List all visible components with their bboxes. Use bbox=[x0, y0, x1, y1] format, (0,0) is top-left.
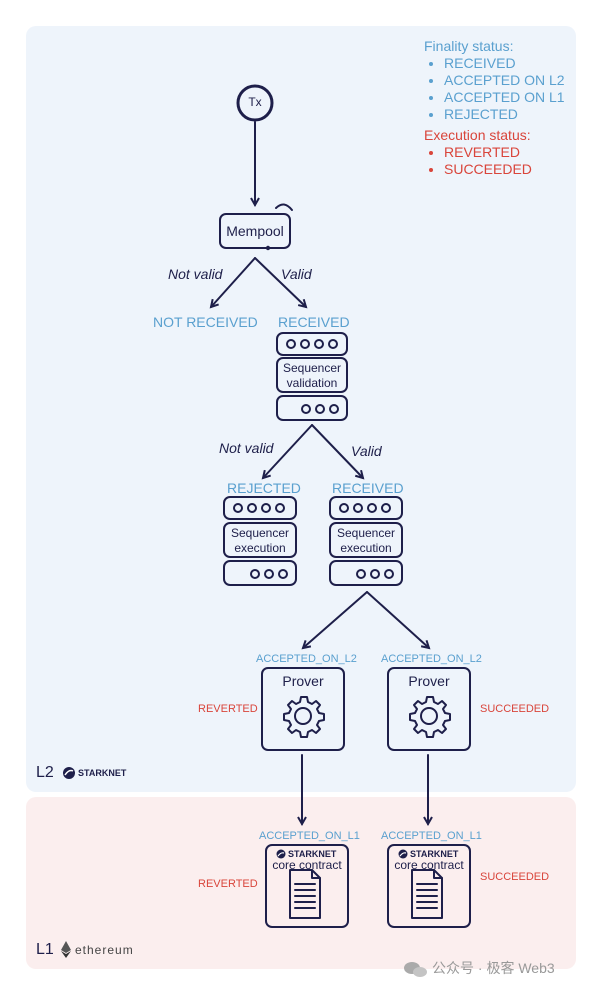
core-contract-left-node bbox=[265, 844, 349, 928]
arrow-mempool-valid bbox=[254, 257, 306, 307]
prover-right-node bbox=[387, 667, 471, 751]
core-contract-left-label: core contract bbox=[272, 858, 342, 872]
status-rejected: REJECTED bbox=[227, 480, 301, 496]
core-contract-right-node bbox=[387, 844, 471, 928]
finality-status-list: RECEIVED ACCEPTED ON L2 ACCEPTED ON L1 R… bbox=[424, 55, 565, 123]
status-succeeded-l2: SUCCEEDED bbox=[480, 703, 550, 715]
execution-item: REVERTED bbox=[444, 144, 565, 161]
prover-left-node bbox=[261, 667, 345, 751]
l2-brand-label: STARKNET bbox=[78, 768, 127, 778]
core-contract-left-brand: STARKNET bbox=[288, 849, 337, 859]
status-received-2: RECEIVED bbox=[332, 480, 404, 496]
status-reverted-l2: REVERTED bbox=[198, 703, 258, 715]
prover-right-label: Prover bbox=[408, 673, 450, 689]
finality-item: REJECTED bbox=[444, 106, 565, 123]
execution-item: SUCCEEDED bbox=[444, 161, 565, 178]
core-contract-right-brand: STARKNET bbox=[410, 849, 459, 859]
tx-label: Tx bbox=[248, 95, 262, 109]
branch-not-valid-2: Not valid bbox=[219, 440, 274, 456]
sequencer-execution-left-line1: Sequencer bbox=[230, 526, 290, 540]
status-accepted-on-l1-left: ACCEPTED_ON_L1 bbox=[259, 830, 360, 842]
sequencer-execution-left-node bbox=[223, 496, 297, 586]
finality-item: ACCEPTED ON L1 bbox=[444, 89, 565, 106]
branch-valid-2: Valid bbox=[351, 443, 382, 459]
sequencer-execution-right-node bbox=[329, 496, 403, 586]
execution-status-list: REVERTED SUCCEEDED bbox=[424, 144, 565, 178]
status-accepted-on-l2-right: ACCEPTED_ON_L2 bbox=[381, 653, 482, 665]
status-accepted-on-l1-right: ACCEPTED_ON_L1 bbox=[381, 830, 482, 842]
arrow-validation-valid bbox=[311, 424, 363, 478]
sequencer-validation-line1: Sequencer bbox=[282, 361, 342, 375]
arrow-execution-left-prover bbox=[303, 591, 368, 648]
status-reverted-l1: REVERTED bbox=[198, 878, 258, 890]
finality-item: ACCEPTED ON L2 bbox=[444, 72, 565, 89]
legend: Finality status: RECEIVED ACCEPTED ON L2… bbox=[424, 38, 565, 178]
arrow-mempool-not-valid bbox=[211, 257, 256, 307]
execution-status-title: Execution status: bbox=[424, 127, 531, 143]
starknet-logo-icon bbox=[63, 767, 75, 779]
arrow-validation-not-valid bbox=[263, 424, 313, 478]
branch-valid-1: Valid bbox=[281, 266, 312, 282]
status-received-1: RECEIVED bbox=[278, 314, 350, 330]
l2-layer-label: L2 bbox=[36, 764, 54, 781]
mempool-label: Mempool bbox=[226, 223, 284, 239]
sequencer-validation-line2: validation bbox=[286, 376, 338, 390]
tx-node bbox=[236, 84, 274, 122]
finality-item: RECEIVED bbox=[444, 55, 565, 72]
wechat-icon bbox=[404, 962, 427, 977]
starknet-logo-icon bbox=[276, 849, 286, 859]
status-accepted-on-l2-left: ACCEPTED_ON_L2 bbox=[256, 653, 357, 665]
sequencer-execution-left-line2: execution bbox=[234, 541, 286, 555]
l1-brand-label: ethereum bbox=[75, 943, 134, 957]
starknet-logo-icon bbox=[398, 849, 408, 859]
branch-not-valid-1: Not valid bbox=[168, 266, 223, 282]
l1-layer-label: L1 bbox=[36, 941, 54, 958]
mempool-node bbox=[219, 203, 293, 251]
sequencer-execution-right-line2: execution bbox=[340, 541, 392, 555]
watermark-text: 公众号 · 极客 Web3 bbox=[432, 960, 555, 976]
status-succeeded-l1: SUCCEEDED bbox=[480, 871, 550, 883]
core-contract-right-label: core contract bbox=[394, 858, 464, 872]
prover-left-label: Prover bbox=[282, 673, 324, 689]
sequencer-validation-node bbox=[276, 332, 348, 421]
arrow-execution-right-prover bbox=[366, 591, 429, 648]
sequencer-execution-right-line1: Sequencer bbox=[336, 526, 396, 540]
ethereum-logo-icon bbox=[61, 941, 71, 958]
finality-status-title: Finality status: bbox=[424, 38, 514, 54]
status-not-received: NOT RECEIVED bbox=[153, 314, 258, 330]
